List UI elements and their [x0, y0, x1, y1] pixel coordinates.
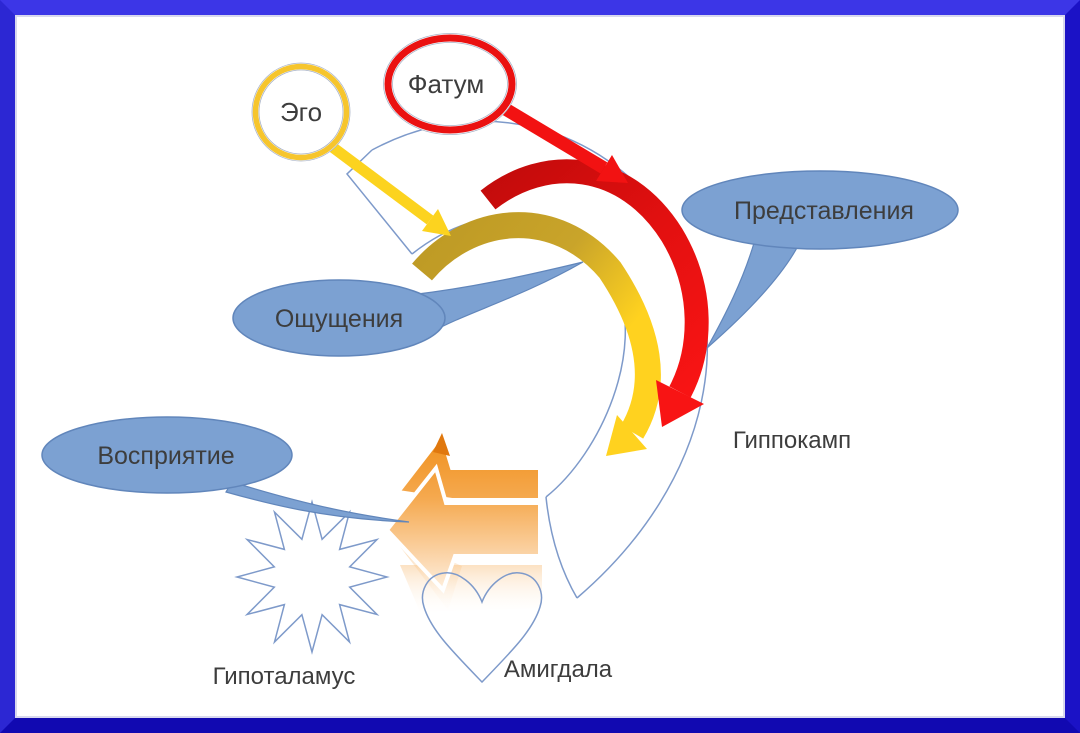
- ego-circle: [251, 62, 351, 162]
- sensations-callout: [232, 261, 584, 357]
- amygdala-heart: [421, 572, 543, 684]
- hypothalamus-star: [234, 499, 390, 655]
- ego-arc-arrowhead: [606, 415, 647, 456]
- ego-arrowhead: [422, 209, 451, 236]
- ego-arc-arrow: [412, 212, 661, 439]
- fatum-arc-arrow: [480, 159, 709, 398]
- representations-callout-tail: [706, 242, 799, 349]
- hippocampus-label: Гиппокамп: [733, 427, 851, 454]
- sensations-label: Ощущения: [275, 305, 403, 333]
- fatum-arrowhead: [596, 155, 628, 183]
- perception-callout: [41, 416, 410, 523]
- ego-label: Эго: [280, 97, 322, 127]
- perception-label: Восприятие: [97, 442, 234, 470]
- representations-callout: [681, 170, 959, 349]
- stimulus-arrow: [384, 430, 542, 612]
- ego-arrow: [327, 141, 434, 225]
- fatum-label: Фатум: [408, 69, 484, 99]
- fatum-arc-arrowhead: [656, 380, 704, 427]
- sensations-callout-tail: [409, 261, 584, 333]
- stimulus-arrow-accent: [433, 433, 450, 456]
- fatum-arrow: [493, 98, 608, 174]
- loop-outline-start-edge: [345, 149, 413, 255]
- diagram-canvas: Эго Фатум Ощущения Представления Восприя…: [41, 33, 959, 690]
- stimulus-arrow-main: [384, 463, 542, 594]
- amygdala-label: Амигдала: [504, 656, 613, 683]
- representations-label: Представления: [734, 197, 914, 225]
- loop-outline-end-edge: [545, 496, 578, 599]
- fatum-circle: [383, 33, 517, 135]
- hypothalamus-label: Гипоталамус: [213, 663, 356, 690]
- perception-callout-tail: [225, 481, 410, 523]
